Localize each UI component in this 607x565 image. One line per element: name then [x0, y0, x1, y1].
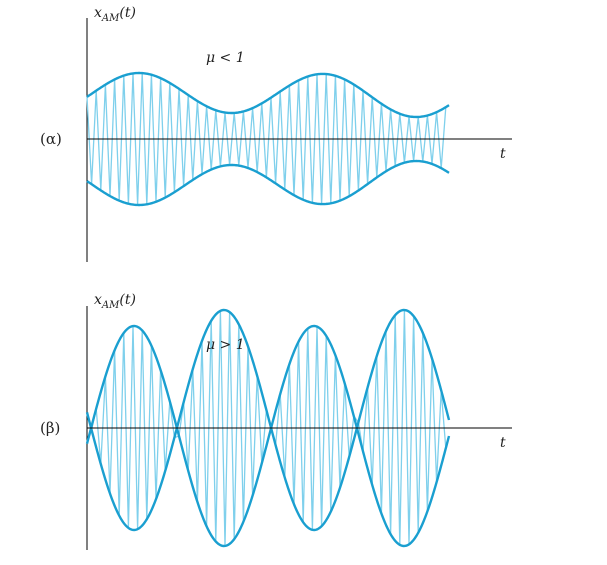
beta-part-label: (β)	[40, 419, 60, 437]
alpha-x-axis-label: t	[500, 146, 506, 162]
beta-dashed-envelope-1-upper	[204, 308, 242, 334]
beta-dashed-envelope-2-upper	[385, 308, 425, 337]
alpha-part-label: (α)	[40, 130, 62, 148]
beta-y-axis-label: xAM(t)	[94, 292, 136, 311]
beta-envelope-upper	[85, 324, 451, 548]
beta-y-label-main: x	[94, 292, 102, 308]
beta-y-label-sub: AM	[101, 300, 120, 311]
alpha-y-label-sub: AM	[101, 13, 120, 24]
alpha-envelope-upper	[86, 71, 450, 119]
beta-x-axis-label: t	[500, 435, 506, 451]
alpha-y-label-main: x	[94, 5, 102, 21]
panel-alpha: xAM(t) μ < 1 (α) t	[40, 5, 512, 262]
panel-beta: xAM(t) μ > 1 (β) t	[40, 292, 512, 550]
beta-y-label-tail: (t)	[119, 292, 136, 308]
beta-dashed-envelope-2-lower	[385, 519, 425, 548]
alpha-y-label-tail: (t)	[119, 5, 136, 21]
beta-annotation: μ > 1	[206, 337, 245, 353]
beta-dashed-envelope-group	[204, 308, 425, 548]
beta-dashed-envelope-1-lower	[204, 522, 242, 548]
alpha-envelope-lower	[86, 159, 450, 207]
beta-envelope-lower	[85, 308, 451, 532]
alpha-y-axis-label: xAM(t)	[94, 5, 136, 24]
alpha-annotation: μ < 1	[206, 50, 245, 66]
